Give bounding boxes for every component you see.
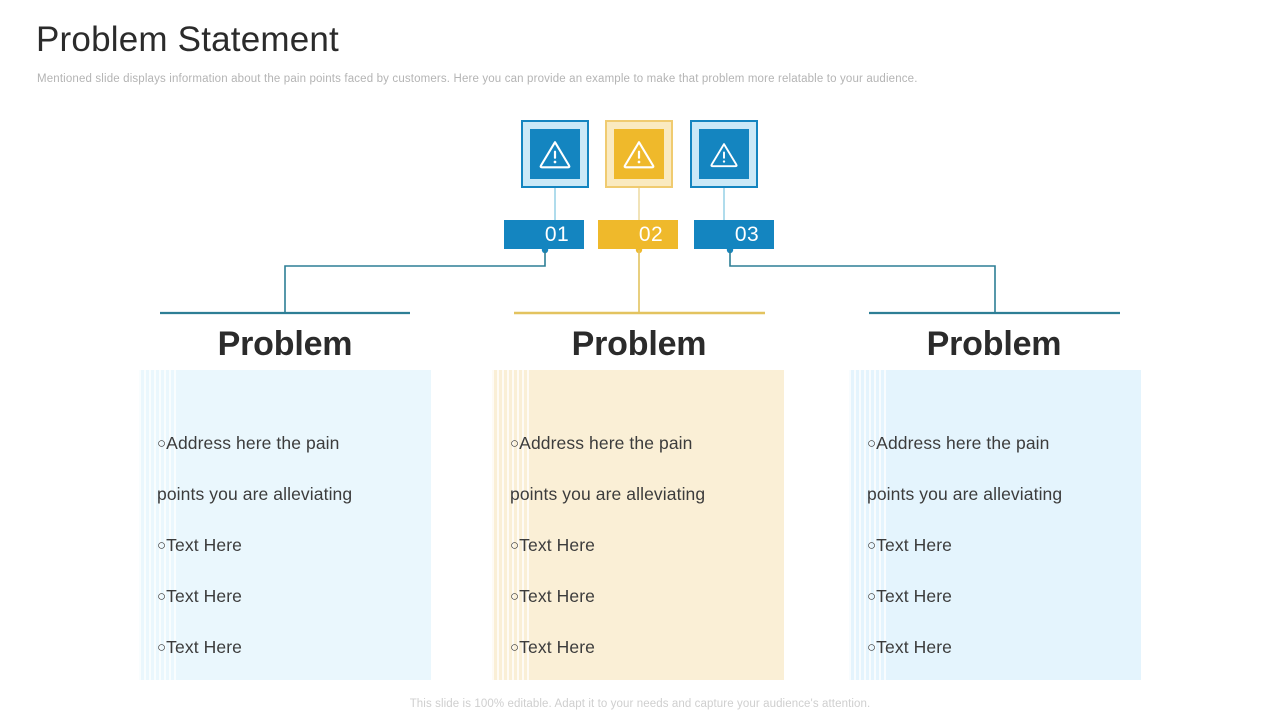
bullet-circle-icon: ○ <box>510 537 520 554</box>
panel-stripe-decoration <box>492 370 532 680</box>
bullet-circle-icon: ○ <box>867 588 877 605</box>
step-icon-tile-02-core <box>614 129 664 179</box>
list-item-label: Text Here <box>166 637 242 657</box>
content-panel-01-body: ○Address here the pain points you are al… <box>139 370 431 680</box>
content-panel-01: ○Address here the pain points you are al… <box>139 370 431 680</box>
step-icon-tile-02[interactable] <box>605 120 673 188</box>
list-item-label: points you are alleviating <box>510 484 706 504</box>
footer-note: This slide is 100% editable. Adapt it to… <box>409 698 871 710</box>
list-item: ○Text Here <box>510 571 768 622</box>
list-item-label: points you are alleviating <box>867 484 1063 504</box>
bullet-circle-icon: ○ <box>867 537 877 554</box>
bullet-circle-icon: ○ <box>510 588 520 605</box>
bullet-circle-icon: ○ <box>157 588 167 605</box>
list-item: ○Text Here <box>867 520 1125 571</box>
step-number-badge-02[interactable]: 02 <box>598 220 678 249</box>
list-item-label: Address here the pain <box>166 433 340 453</box>
panel-stripe-decoration <box>139 370 179 680</box>
bullet-circle-icon: ○ <box>510 435 520 452</box>
list-item: points you are alleviating <box>157 469 415 520</box>
step-icon-tile-03[interactable] <box>690 120 758 188</box>
column-heading-03: Problem <box>926 325 1062 363</box>
content-panel-02-body: ○Address here the pain points you are al… <box>492 370 784 680</box>
list-item-label: points you are alleviating <box>157 484 353 504</box>
content-panel-02: ○Address here the pain points you are al… <box>492 370 784 680</box>
list-item: ○Text Here <box>867 622 1125 673</box>
list-item: ○Address here the pain <box>157 418 415 469</box>
warning-triangle-icon <box>538 139 572 169</box>
bullet-circle-icon: ○ <box>157 639 167 656</box>
bullet-circle-icon: ○ <box>867 639 877 656</box>
content-panel-03-body: ○Address here the pain points you are al… <box>849 370 1141 680</box>
bullet-circle-icon: ○ <box>157 537 167 554</box>
bullet-circle-icon: ○ <box>157 435 167 452</box>
list-item-label: Text Here <box>519 535 595 555</box>
list-item-label: Text Here <box>519 586 595 606</box>
list-item-label: Text Here <box>876 535 952 555</box>
list-item: ○Address here the pain <box>867 418 1125 469</box>
list-item-label: Text Here <box>166 586 242 606</box>
list-item: ○Text Here <box>510 520 768 571</box>
list-item-label: Text Here <box>519 637 595 657</box>
step-icon-tile-03-core <box>699 129 749 179</box>
step-icon-tile-01-core <box>530 129 580 179</box>
panel-stripe-decoration <box>849 370 889 680</box>
list-item: ○Text Here <box>157 520 415 571</box>
content-panel-03: ○Address here the pain points you are al… <box>849 370 1141 680</box>
list-item-label: Address here the pain <box>876 433 1050 453</box>
bullet-circle-icon: ○ <box>510 639 520 656</box>
list-item: ○Address here the pain <box>510 418 768 469</box>
list-item: ○Text Here <box>867 571 1125 622</box>
column-heading-02: Problem <box>571 325 707 363</box>
page-title: Problem Statement <box>36 20 339 59</box>
list-item-label: Text Here <box>876 637 952 657</box>
page-subtitle: Mentioned slide displays information abo… <box>37 73 918 85</box>
step-number-badge-01[interactable]: 01 <box>504 220 584 249</box>
list-item-label: Address here the pain <box>519 433 693 453</box>
list-item: ○Text Here <box>510 622 768 673</box>
warning-triangle-icon <box>622 139 656 169</box>
step-icon-tile-01[interactable] <box>521 120 589 188</box>
list-item-label: Text Here <box>166 535 242 555</box>
list-item: points you are alleviating <box>867 469 1125 520</box>
list-item: ○Text Here <box>157 571 415 622</box>
step-number-badge-03[interactable]: 03 <box>694 220 774 249</box>
list-item: points you are alleviating <box>510 469 768 520</box>
list-item: ○Text Here <box>157 622 415 673</box>
warning-triangle-icon <box>709 141 739 168</box>
list-item-label: Text Here <box>876 586 952 606</box>
bullet-circle-icon: ○ <box>867 435 877 452</box>
column-heading-01: Problem <box>217 325 353 363</box>
